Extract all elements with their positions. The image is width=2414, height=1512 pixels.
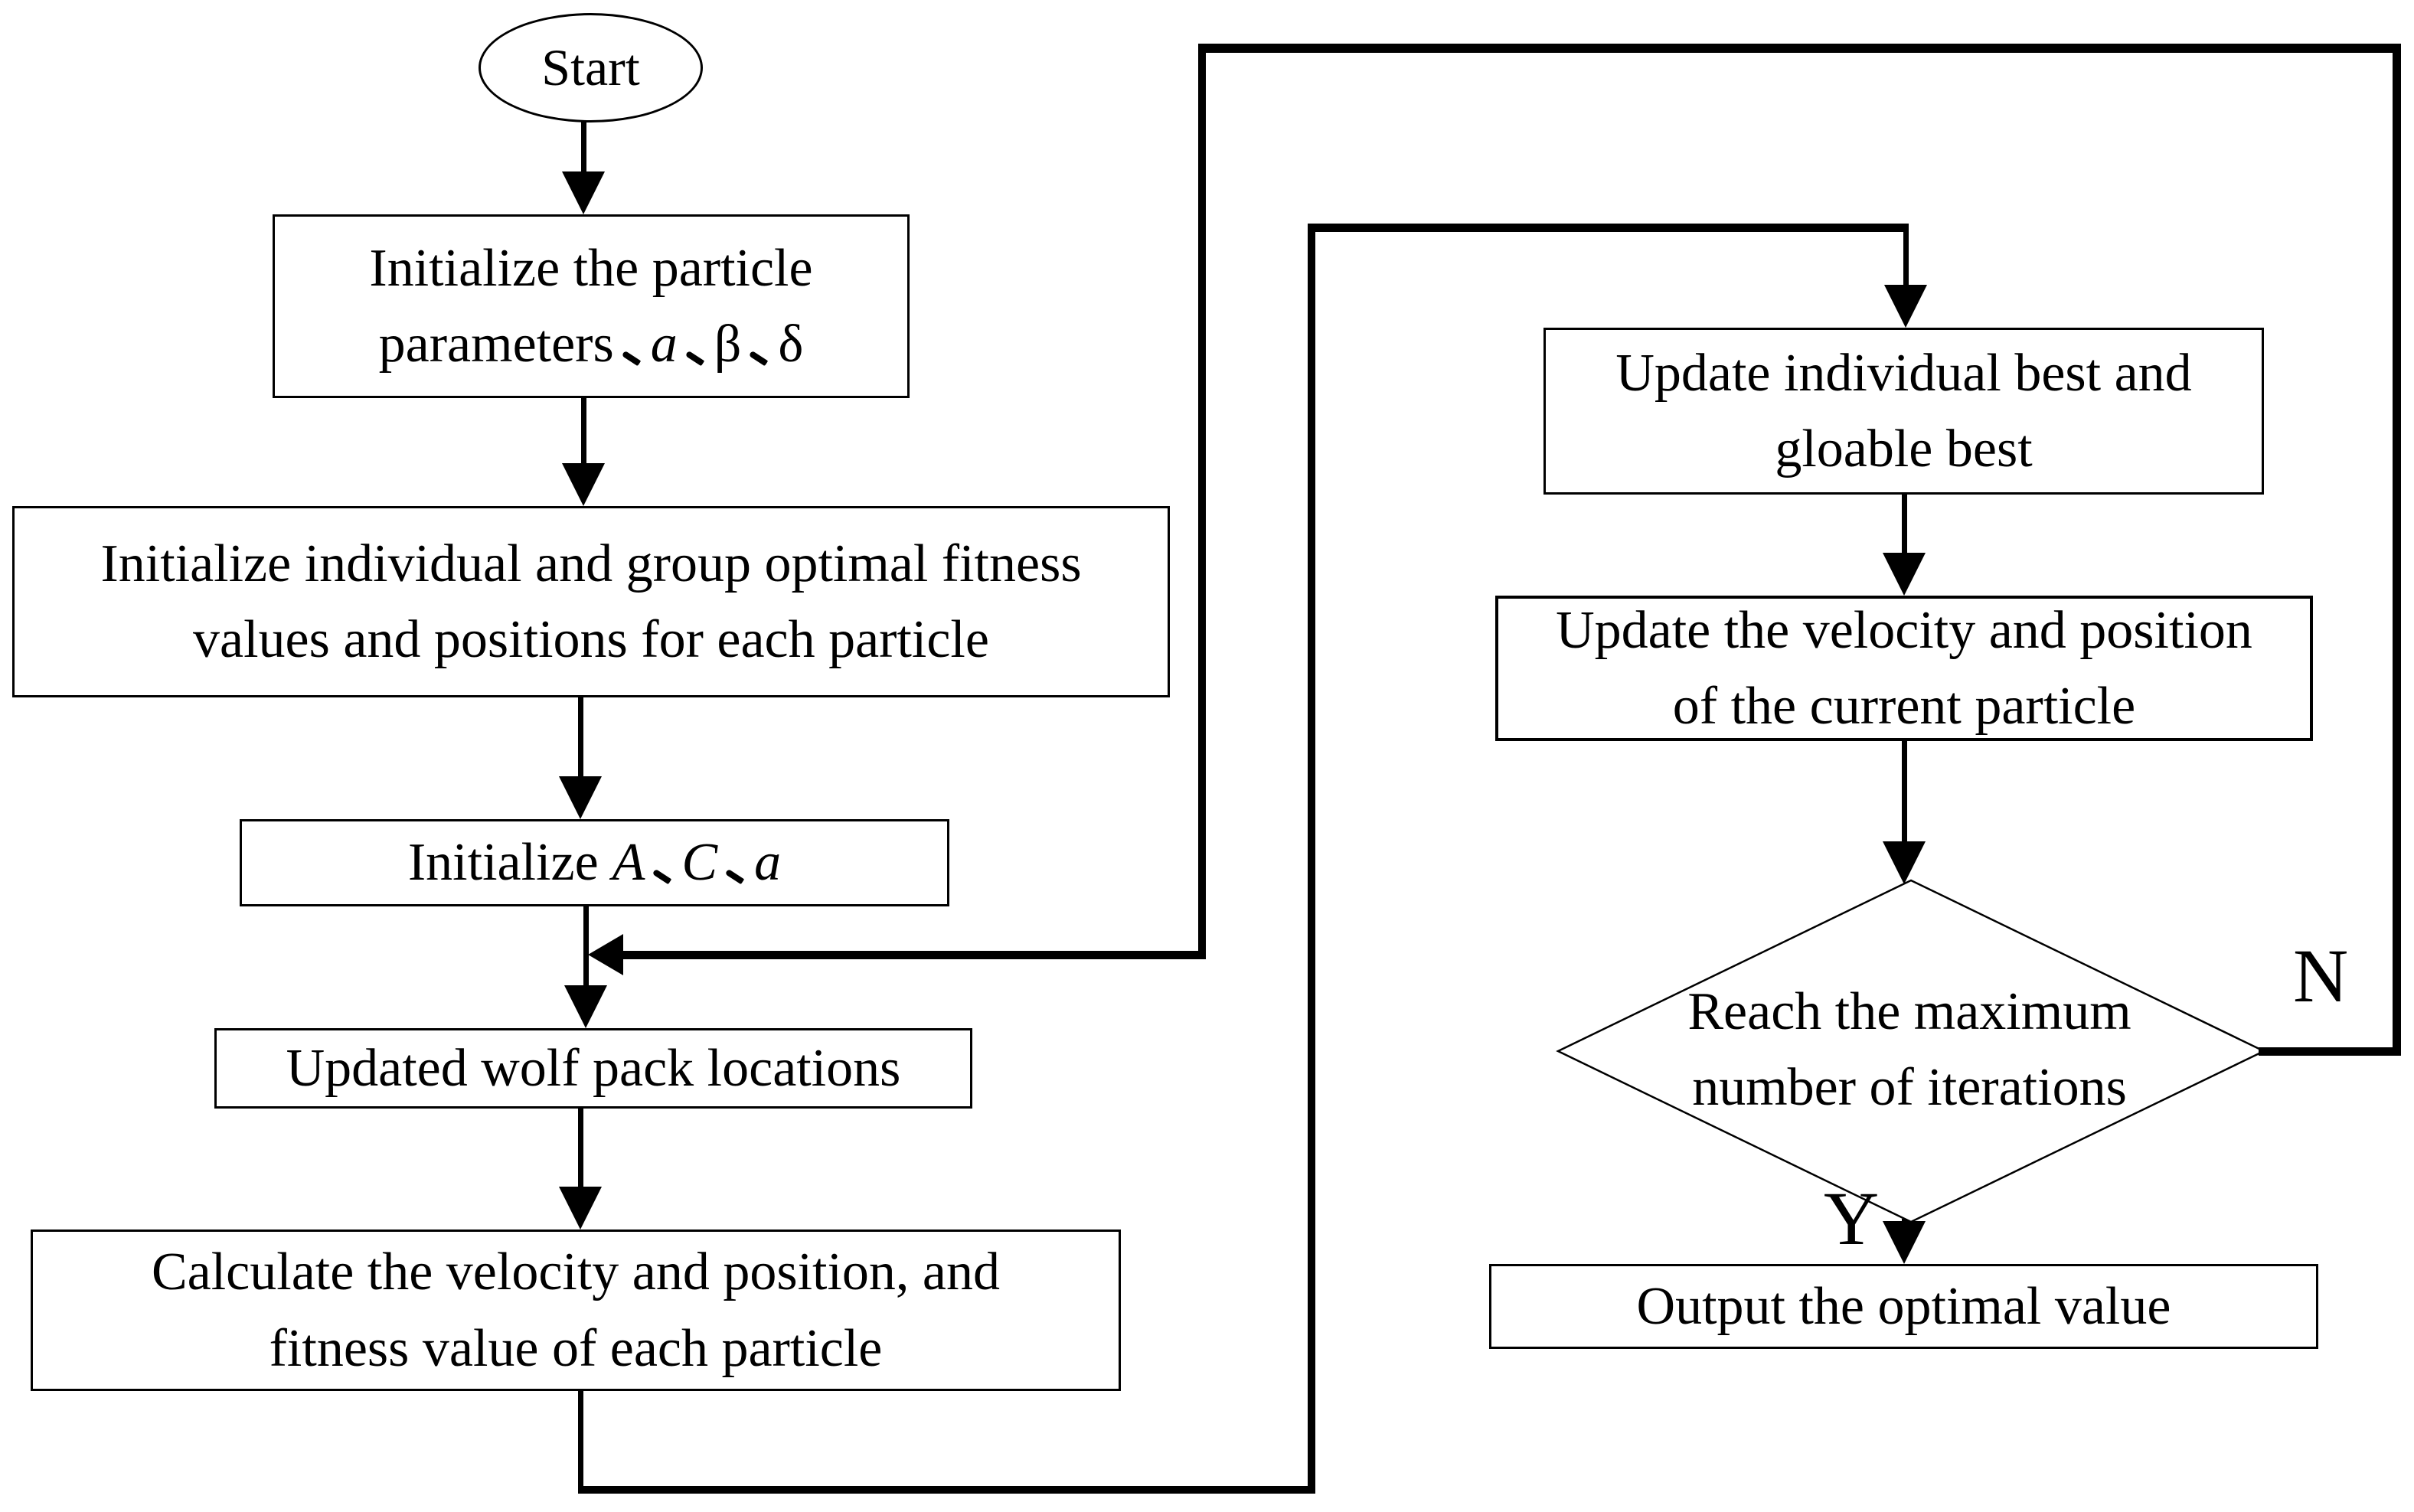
arrowhead-down-icon [1884, 285, 1927, 328]
arrowhead-down-icon [559, 1187, 602, 1230]
arrowhead-down-icon [1883, 841, 1926, 884]
node-initialize-fitness: Initialize individual and group optimal … [12, 506, 1170, 697]
edge-bottom-horizontal-segment [578, 1486, 1315, 1494]
enumeration-comma-icon [620, 345, 643, 361]
node-output-optimal-value: Output the optimal value [1489, 1264, 2318, 1349]
edge-no-horizontal-segment [2259, 1047, 2401, 1056]
arrowhead-down-icon [559, 776, 602, 819]
enumeration-comma-icon [651, 863, 674, 880]
node-text-line: Reach the maximum [1687, 982, 2131, 1041]
arrow-init-particle-to-init-fitness [581, 397, 586, 467]
edge-no-return-horizontal-segment [622, 951, 1204, 959]
arrowhead-down-icon [562, 463, 605, 506]
node-text-line: Initialize the particle [369, 238, 813, 298]
arrowhead-down-icon [1883, 553, 1926, 596]
node-start: Start [479, 13, 703, 122]
label-yes: Y [1824, 1176, 1880, 1261]
start-label: Start [541, 38, 640, 97]
node-text-line: of the current particle [1672, 677, 2136, 736]
edge-middle-vertical-segment [1308, 224, 1315, 1494]
arrow-into-update-best [1903, 230, 1909, 287]
edge-no-top-horizontal-segment [1198, 44, 2401, 53]
arrowhead-down-icon [562, 171, 605, 214]
enumeration-comma-icon [684, 345, 707, 361]
arrow-start-to-init-particle [581, 121, 586, 175]
edge-no-left-vertical-segment [1198, 44, 1206, 959]
arrow-update-best-to-update-velocity [1902, 493, 1907, 554]
node-text-line: Update individual best and [1615, 343, 2192, 403]
node-text-line: gloable best [1775, 420, 2033, 478]
node-text-line: number of iterations [1692, 1058, 2127, 1118]
node-update-best: Update individual best and gloable best [1543, 328, 2264, 495]
node-update-wolf-pack: Updated wolf pack locations [214, 1028, 972, 1109]
arrowhead-left-icon [588, 934, 623, 975]
node-text-line: values and positions for each particle [193, 610, 989, 669]
arrow-init-aca-to-update-wolf [583, 905, 589, 989]
node-calculate-velocity: Calculate the velocity and position, and… [31, 1230, 1121, 1391]
edge-no-right-vertical-segment [2393, 44, 2401, 1052]
arrow-init-fitness-to-init-aca [578, 696, 583, 780]
node-text-line: fitness value of each particle [269, 1318, 883, 1378]
node-text-line: Update the velocity and position [1556, 600, 2252, 660]
label-no: N [2293, 933, 2349, 1018]
node-decision-max-iterations: Reach the maximum number of iterations [1603, 974, 2216, 1126]
enumeration-comma-icon [724, 863, 746, 880]
enumeration-comma-icon [747, 345, 770, 361]
edge-calc-down-segment [578, 1390, 583, 1494]
arrow-update-velocity-to-decision [1902, 740, 1907, 843]
node-text-line: Initialize individual and group optimal … [100, 534, 1082, 593]
arrow-update-wolf-to-calc [578, 1107, 583, 1190]
arrowhead-down-icon [564, 985, 607, 1028]
edge-middle-horizontal-segment [1308, 224, 1909, 232]
arrowhead-down-icon [1883, 1221, 1926, 1264]
node-text-line: Calculate the velocity and position, and [151, 1243, 1001, 1302]
node-update-velocity-position: Update the velocity and position of the … [1495, 596, 2313, 741]
